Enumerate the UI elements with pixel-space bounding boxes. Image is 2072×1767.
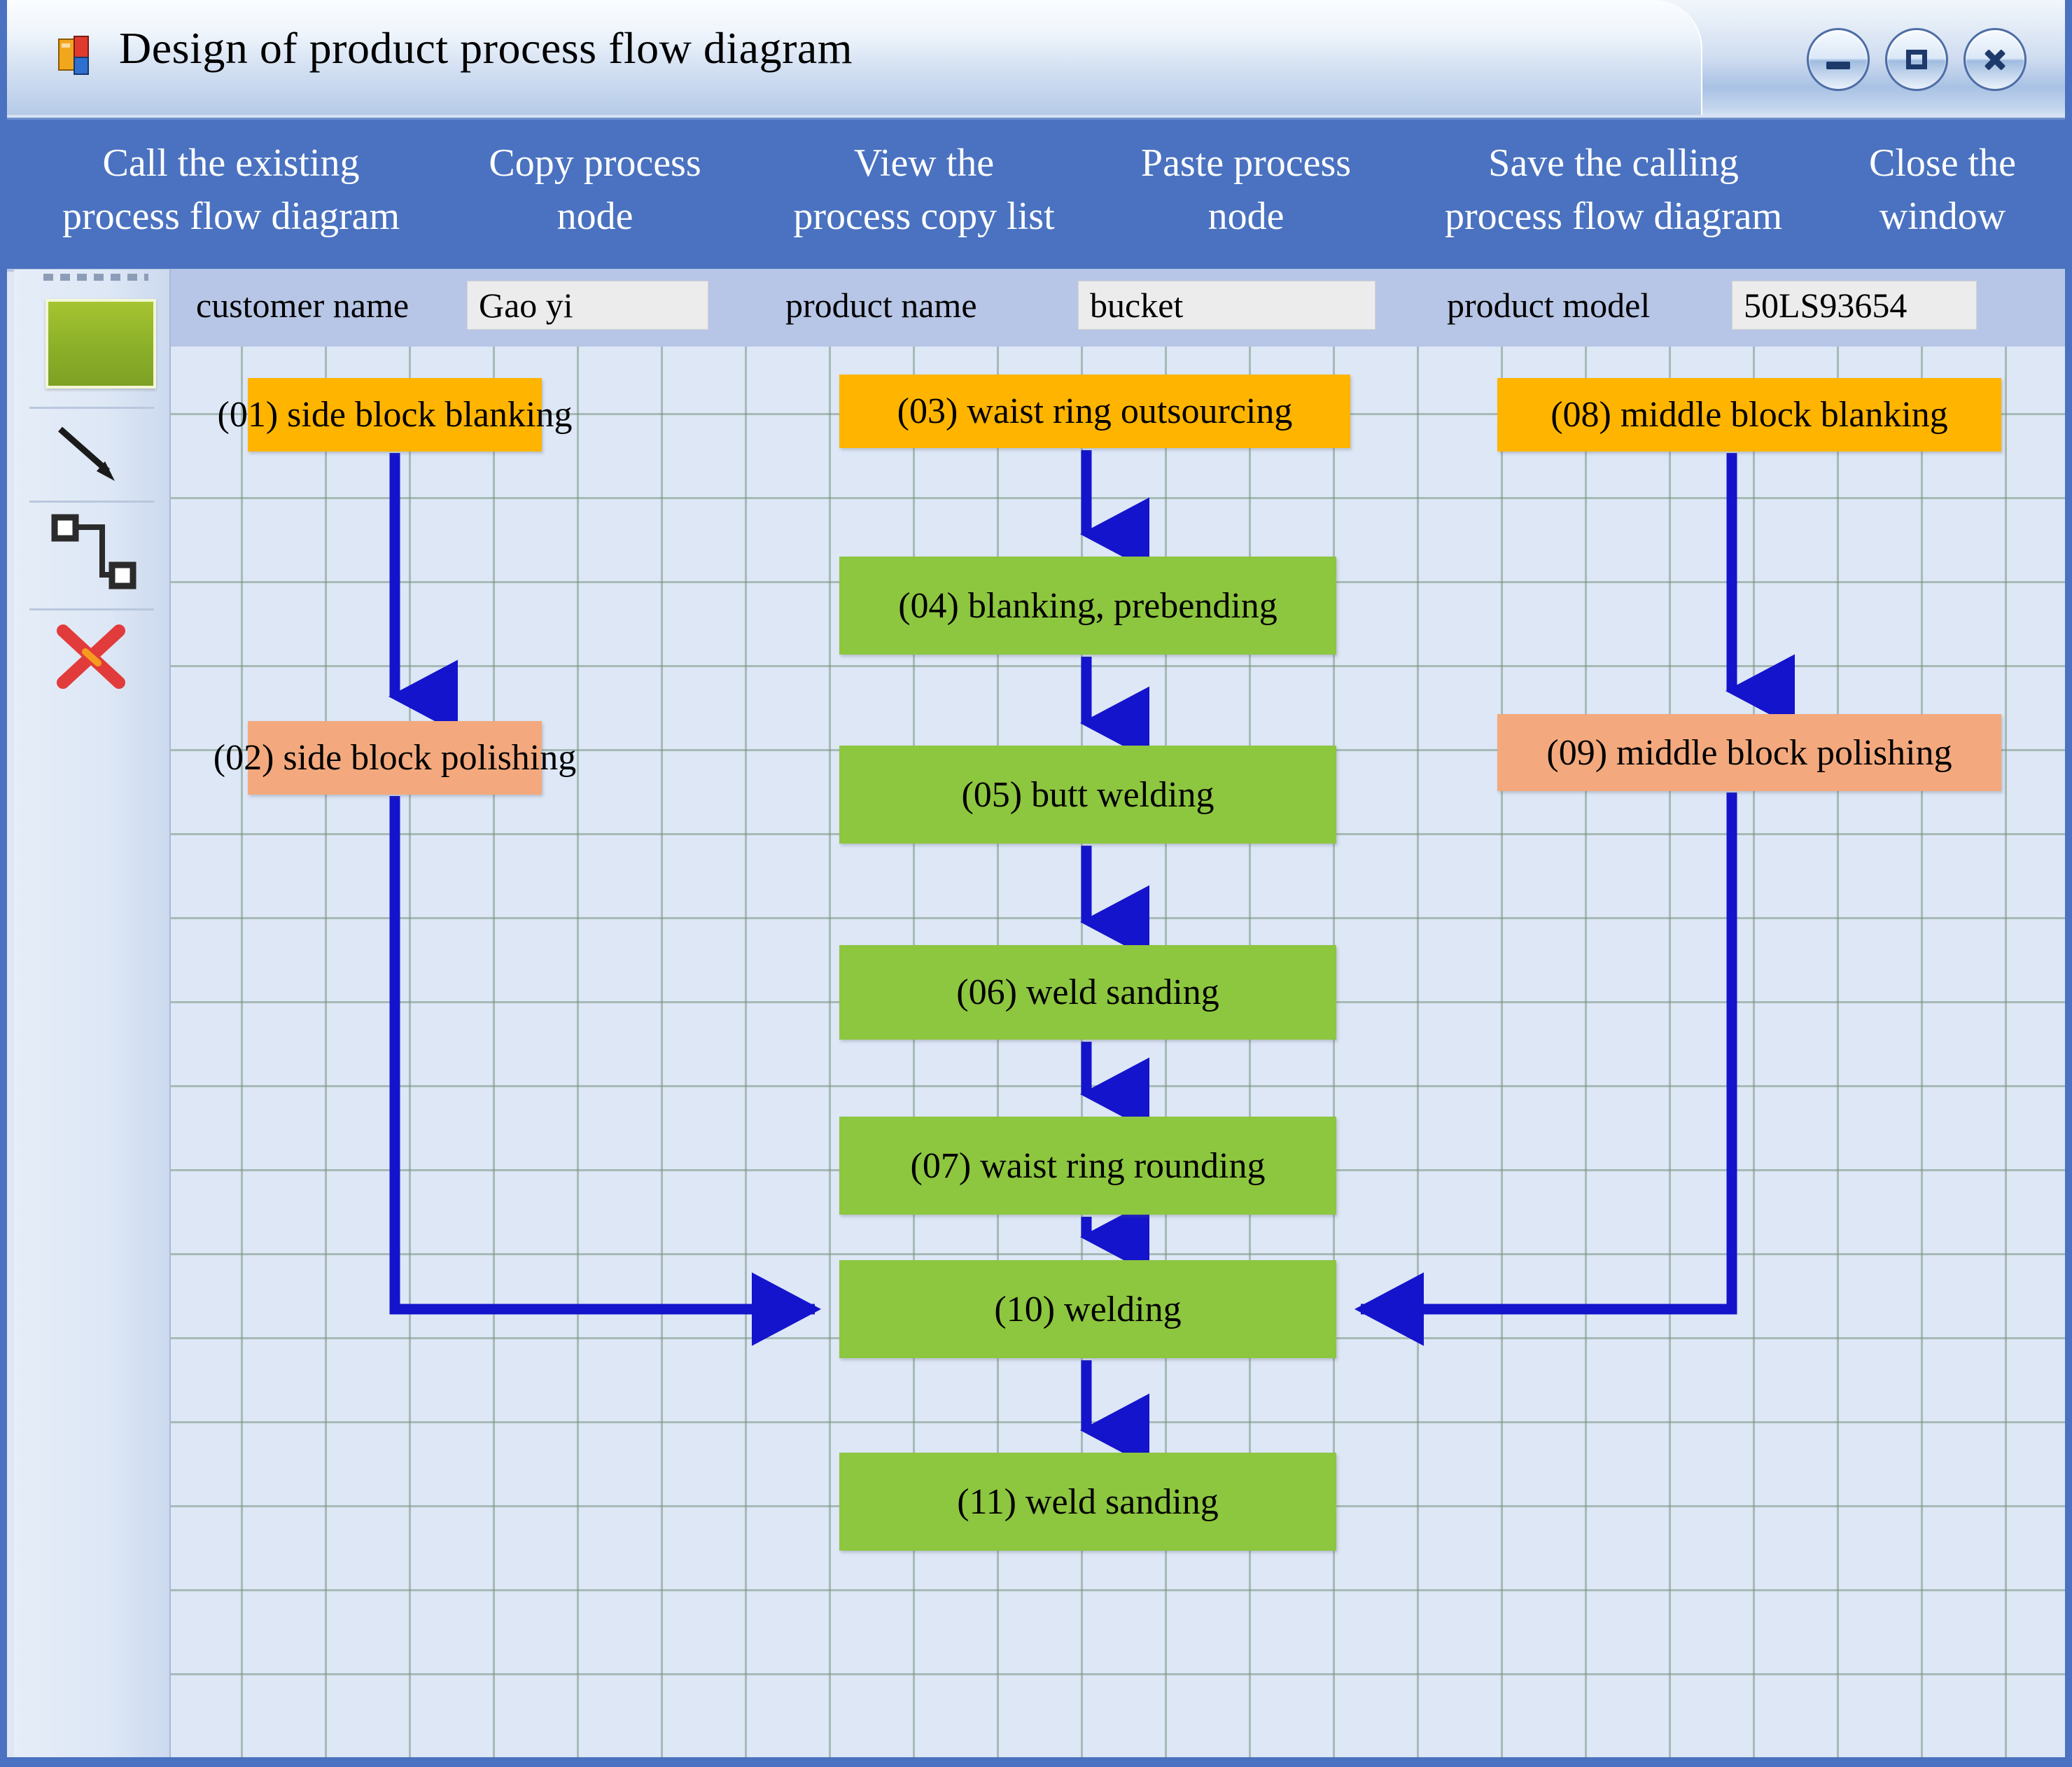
maximize-button[interactable] [1885, 28, 1948, 91]
green-rectangle-icon [46, 299, 156, 389]
flow-node-03[interactable]: (03) waist ring outsourcing [839, 375, 1350, 448]
menu-item-view-process-copy-list[interactable]: View the process copy list [793, 141, 1055, 238]
flow-node-01[interactable]: (01) side block blanking [218, 378, 572, 452]
maximize-icon [1906, 50, 1927, 69]
elbow-connector-icon [48, 510, 139, 594]
diagonal-arrow-icon [48, 417, 132, 494]
flow-node-09[interactable]: (09) middle block polishing [1497, 714, 2001, 791]
edge-02-10 [389, 796, 821, 1346]
flow-node-11[interactable]: (11) weld sanding [839, 1453, 1336, 1551]
form-bar: customer name Gao yi product name bucket… [169, 270, 2065, 350]
flow-node-10[interactable]: (10) welding [839, 1260, 1336, 1358]
tool-separator-3 [29, 608, 154, 610]
window-title: Design of product process flow diagram [119, 23, 853, 73]
tool-panel-grip[interactable] [43, 274, 148, 281]
menu-item-close-window[interactable]: Close the window [1869, 141, 2016, 238]
straight-connector-tool[interactable] [14, 417, 169, 501]
close-button[interactable] [1963, 28, 2026, 91]
customer-name-label: customer name [196, 286, 410, 325]
app-icon [56, 35, 99, 78]
flow-node-04[interactable]: (04) blanking, prebending [839, 557, 1336, 655]
flow-node-05[interactable]: (05) butt welding [839, 746, 1336, 844]
menu-item-copy-process-node[interactable]: Copy process node [489, 141, 701, 238]
customer-name-input[interactable]: Gao yi [467, 281, 708, 330]
tool-separator-1 [29, 407, 154, 409]
menu-item-save-calling-diagram[interactable]: Save the calling process flow diagram [1444, 141, 1783, 238]
flow-node-08[interactable]: (08) middle block blanking [1497, 378, 2001, 452]
menu-bar: Call the existing process flow diagram C… [7, 120, 2065, 272]
flow-node-02[interactable]: (02) side block polishing [214, 721, 576, 795]
edge-09-10 [1354, 792, 1737, 1346]
flow-node-06[interactable]: (06) weld sanding [839, 945, 1336, 1040]
elbow-connector-tool[interactable] [14, 510, 169, 608]
title-bar-sheen [7, 0, 1702, 115]
product-model-input[interactable]: 50LS93654 [1732, 281, 1977, 330]
product-name-label: product name [785, 286, 977, 325]
window-controls [1807, 28, 2026, 91]
title-bar: Design of product process flow diagram [7, 0, 2065, 120]
product-model-label: product model [1447, 286, 1651, 325]
red-x-icon [49, 618, 133, 695]
menu-item-call-existing-diagram[interactable]: Call the existing process flow diagram [62, 141, 400, 238]
product-name-input[interactable]: bucket [1078, 281, 1376, 330]
flow-node-07[interactable]: (07) waist ring rounding [839, 1117, 1336, 1215]
diagram-canvas[interactable]: (01) side block blanking (02) side block… [171, 347, 2065, 1757]
close-icon [1982, 46, 2008, 73]
minimize-button[interactable] [1807, 28, 1870, 91]
node-shape-tool[interactable] [14, 275, 169, 408]
tool-panel [14, 270, 171, 1757]
minimize-icon [1826, 61, 1850, 69]
delete-tool[interactable] [14, 618, 169, 709]
tool-separator-2 [29, 501, 154, 503]
menu-item-paste-process-node[interactable]: Paste process node [1140, 141, 1352, 238]
